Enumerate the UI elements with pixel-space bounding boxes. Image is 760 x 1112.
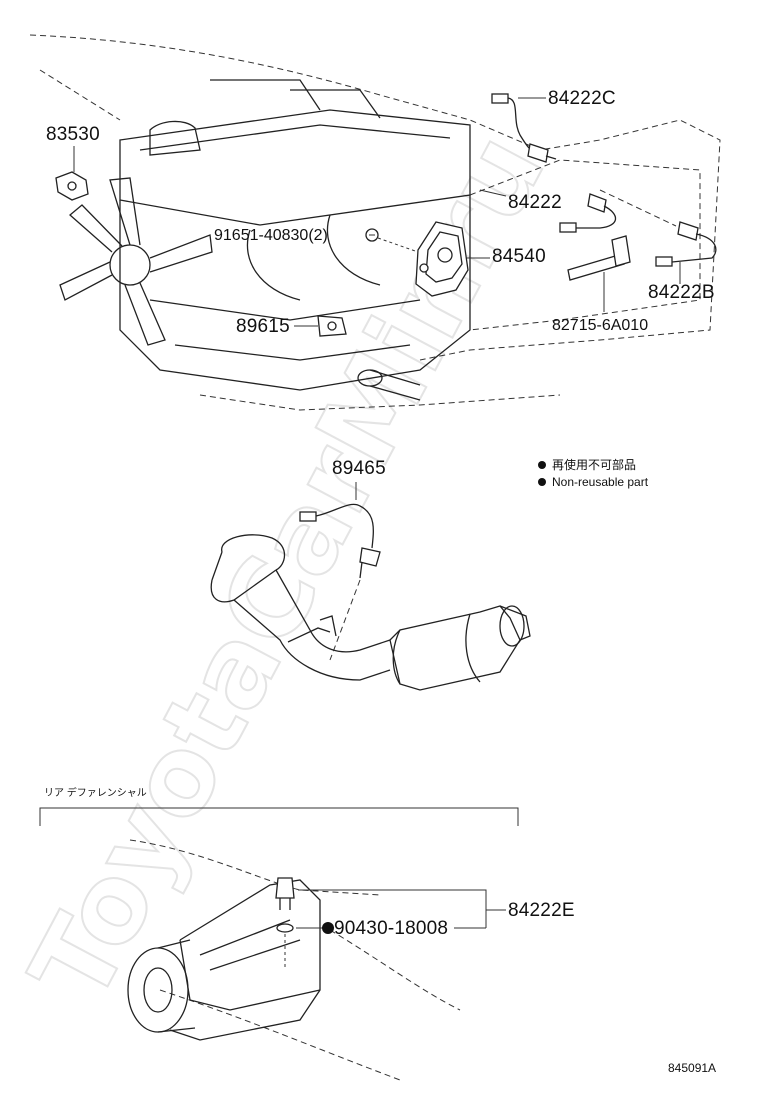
- part-label-84222E: 84222E: [508, 900, 575, 921]
- part-label-82715-6A010: 82715-6A010: [552, 317, 648, 334]
- legend-jp: 再使用不可部品: [552, 457, 636, 472]
- part-89615[interactable]: 89615: [236, 315, 347, 337]
- engine-illustration: [29, 34, 721, 411]
- legend-dot-icon: [538, 478, 546, 486]
- part-89465[interactable]: 89465: [299, 458, 386, 579]
- part-label-84222C: 84222C: [548, 88, 616, 109]
- legend: 再使用不可部品 Non-reusable part: [538, 457, 649, 489]
- part-91651-40830[interactable]: 91651-40830(2): [214, 227, 419, 253]
- rear-differential-section: リア デファレンシャル: [39, 786, 519, 1081]
- part-label-89615: 89615: [236, 316, 290, 337]
- cooling-fan: [59, 177, 213, 346]
- part-label-84222: 84222: [508, 192, 562, 213]
- part-label-91651-40830: 91651-40830(2): [214, 227, 328, 244]
- part-label-89465: 89465: [332, 458, 386, 479]
- exhaust-catalyst-illustration: [210, 534, 531, 691]
- part-label-84222B: 84222B: [648, 282, 715, 303]
- legend-en: Non-reusable part: [552, 475, 649, 489]
- non-reusable-dot-icon: [322, 922, 334, 934]
- legend-dot-icon: [538, 461, 546, 469]
- part-84222C[interactable]: 84222C: [491, 88, 616, 163]
- part-82715-6A010[interactable]: 82715-6A010: [552, 235, 648, 334]
- part-label-84540: 84540: [492, 246, 546, 267]
- part-84222B[interactable]: 84222B: [599, 189, 717, 303]
- part-83530[interactable]: 83530: [46, 124, 100, 201]
- part-84540[interactable]: 84540: [415, 221, 546, 297]
- part-90430-18008[interactable]: 90430-18008: [276, 918, 486, 970]
- section-title: リア デファレンシャル: [44, 786, 147, 799]
- part-label-83530: 83530: [46, 124, 100, 145]
- diagram-code: 845091A: [668, 1061, 716, 1075]
- part-84222E[interactable]: 84222E: [275, 877, 575, 928]
- part-84222[interactable]: 84222: [479, 189, 617, 233]
- part-label-90430-18008: 90430-18008: [334, 918, 448, 939]
